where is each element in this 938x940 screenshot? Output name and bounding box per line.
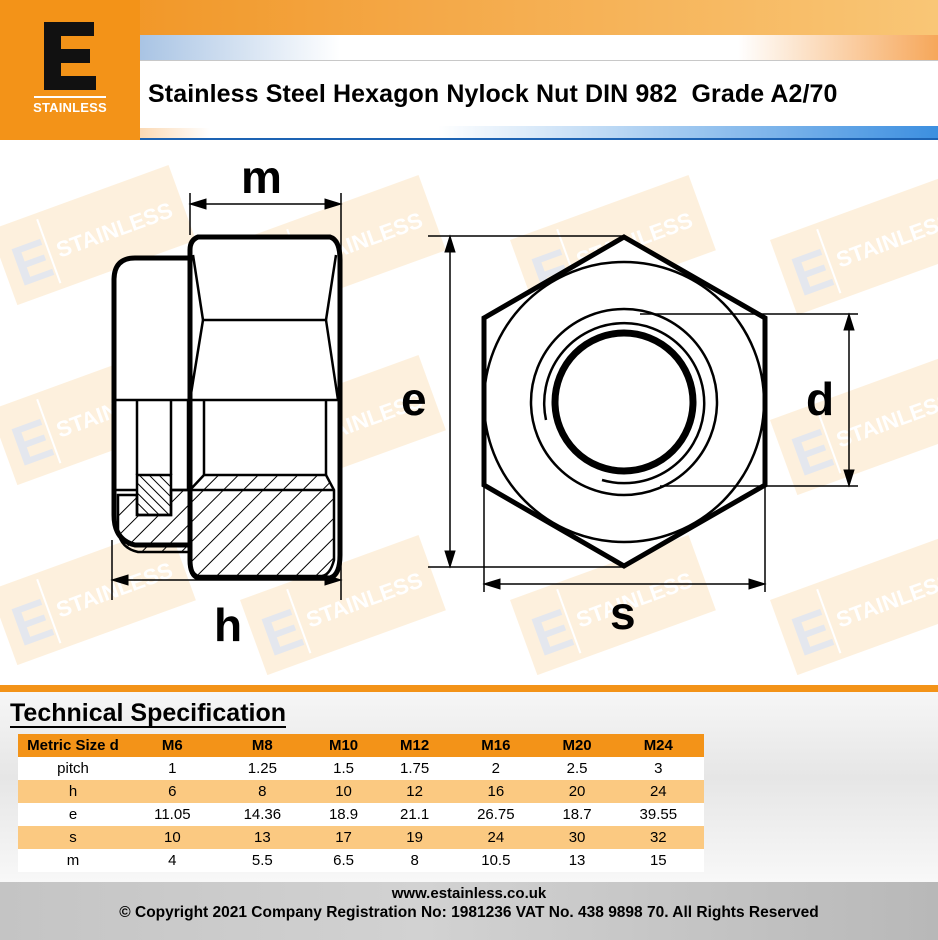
dimension-label-s: s bbox=[610, 587, 636, 639]
table-cell: 17 bbox=[308, 826, 380, 849]
table-cell: 11.05 bbox=[128, 803, 217, 826]
logo-text: STAINLESS bbox=[33, 100, 107, 115]
nut-drawings: E STAINLESS bbox=[0, 164, 938, 677]
band-accent-orange-bottom bbox=[140, 128, 210, 138]
table-cell: 1.5 bbox=[308, 757, 380, 780]
dimension-label-m: m bbox=[241, 151, 282, 203]
table-cell: 15 bbox=[612, 849, 704, 872]
header: STAINLESS Stainless Steel Hexagon Nylock… bbox=[0, 0, 938, 142]
table-cell: 16 bbox=[450, 780, 542, 803]
row-label: m bbox=[18, 849, 128, 872]
technical-drawing: E STAINLESS bbox=[0, 142, 938, 686]
logo-e-icon bbox=[44, 22, 96, 90]
dimension-label-d: d bbox=[806, 373, 835, 425]
dimension-label-e: e bbox=[401, 373, 427, 425]
column-header: M16 bbox=[450, 734, 542, 757]
column-header: M20 bbox=[541, 734, 613, 757]
table-cell: 32 bbox=[612, 826, 704, 849]
table-cell: 2 bbox=[450, 757, 542, 780]
band-accent-orange bbox=[738, 35, 938, 60]
logo-divider bbox=[34, 96, 106, 98]
table-cell: 12 bbox=[379, 780, 451, 803]
front-view-drawing bbox=[481, 234, 768, 569]
spec-table: Metric Size d M6 M8 M10 M12 M16 M20 M24 … bbox=[18, 734, 704, 872]
table-row: m 4 5.5 6.5 8 10.5 13 15 bbox=[18, 849, 704, 872]
row-label: s bbox=[18, 826, 128, 849]
table-cell: 30 bbox=[541, 826, 613, 849]
table-cell: 8 bbox=[379, 849, 451, 872]
table-header-row: Metric Size d M6 M8 M10 M12 M16 M20 M24 bbox=[18, 734, 704, 757]
table-cell: 1 bbox=[128, 757, 217, 780]
website-link[interactable]: www.estainless.co.uk bbox=[391, 885, 547, 902]
column-header: M24 bbox=[612, 734, 704, 757]
table-row: s 10 13 17 19 24 30 32 bbox=[18, 826, 704, 849]
front-view-dimensions bbox=[428, 234, 858, 592]
band-separator bbox=[140, 60, 938, 61]
side-view-drawing bbox=[111, 234, 343, 581]
table-row: pitch 1 1.25 1.5 1.75 2 2.5 3 bbox=[18, 757, 704, 780]
footer: www.estainless.co.uk © Copyright 2021 Co… bbox=[0, 882, 938, 940]
band-bottom-line bbox=[140, 138, 938, 140]
technical-specification: Technical Specification Metric Size d M6… bbox=[0, 692, 938, 882]
table-cell: 24 bbox=[450, 826, 542, 849]
table-cell: 24 bbox=[612, 780, 704, 803]
table-cell: 5.5 bbox=[216, 849, 309, 872]
side-view-dimensions bbox=[110, 193, 343, 600]
column-header: Metric Size d bbox=[18, 734, 128, 757]
table-cell: 26.75 bbox=[450, 803, 542, 826]
title-band: Stainless Steel Hexagon Nylock Nut DIN 9… bbox=[140, 35, 938, 140]
table-cell: 4 bbox=[128, 849, 217, 872]
row-label: e bbox=[18, 803, 128, 826]
table-row: e 11.05 14.36 18.9 21.1 26.75 18.7 39.55 bbox=[18, 803, 704, 826]
band-accent-blue-bottom bbox=[438, 126, 938, 138]
table-cell: 6.5 bbox=[308, 849, 380, 872]
table-cell: 10 bbox=[308, 780, 380, 803]
section-divider bbox=[0, 685, 938, 692]
table-cell: 8 bbox=[216, 780, 309, 803]
row-label: h bbox=[18, 780, 128, 803]
table-cell: 19 bbox=[379, 826, 451, 849]
brand-logo: STAINLESS bbox=[0, 0, 140, 140]
column-header: M10 bbox=[308, 734, 380, 757]
table-cell: 14.36 bbox=[216, 803, 309, 826]
table-cell: 2.5 bbox=[541, 757, 613, 780]
table-cell: 18.9 bbox=[308, 803, 380, 826]
table-row: h 6 8 10 12 16 20 24 bbox=[18, 780, 704, 803]
row-label: pitch bbox=[18, 757, 128, 780]
table-cell: 39.55 bbox=[612, 803, 704, 826]
table-cell: 21.1 bbox=[379, 803, 451, 826]
header-gradient-bar bbox=[0, 0, 938, 35]
table-cell: 3 bbox=[612, 757, 704, 780]
table-cell: 13 bbox=[541, 849, 613, 872]
page-title: Stainless Steel Hexagon Nylock Nut DIN 9… bbox=[148, 80, 838, 108]
copyright-notice: © Copyright 2021 Company Registration No… bbox=[119, 904, 819, 921]
table-cell: 20 bbox=[541, 780, 613, 803]
table-cell: 6 bbox=[128, 780, 217, 803]
table-cell: 1.75 bbox=[379, 757, 451, 780]
spec-title: Technical Specification bbox=[10, 699, 287, 729]
band-accent-blue bbox=[140, 35, 340, 60]
table-cell: 18.7 bbox=[541, 803, 613, 826]
column-header: M6 bbox=[128, 734, 217, 757]
table-cell: 10.5 bbox=[450, 849, 542, 872]
table-cell: 1.25 bbox=[216, 757, 309, 780]
table-cell: 10 bbox=[128, 826, 217, 849]
table-cell: 13 bbox=[216, 826, 309, 849]
column-header: M8 bbox=[216, 734, 309, 757]
column-header: M12 bbox=[379, 734, 451, 757]
dimension-label-h: h bbox=[214, 599, 243, 651]
